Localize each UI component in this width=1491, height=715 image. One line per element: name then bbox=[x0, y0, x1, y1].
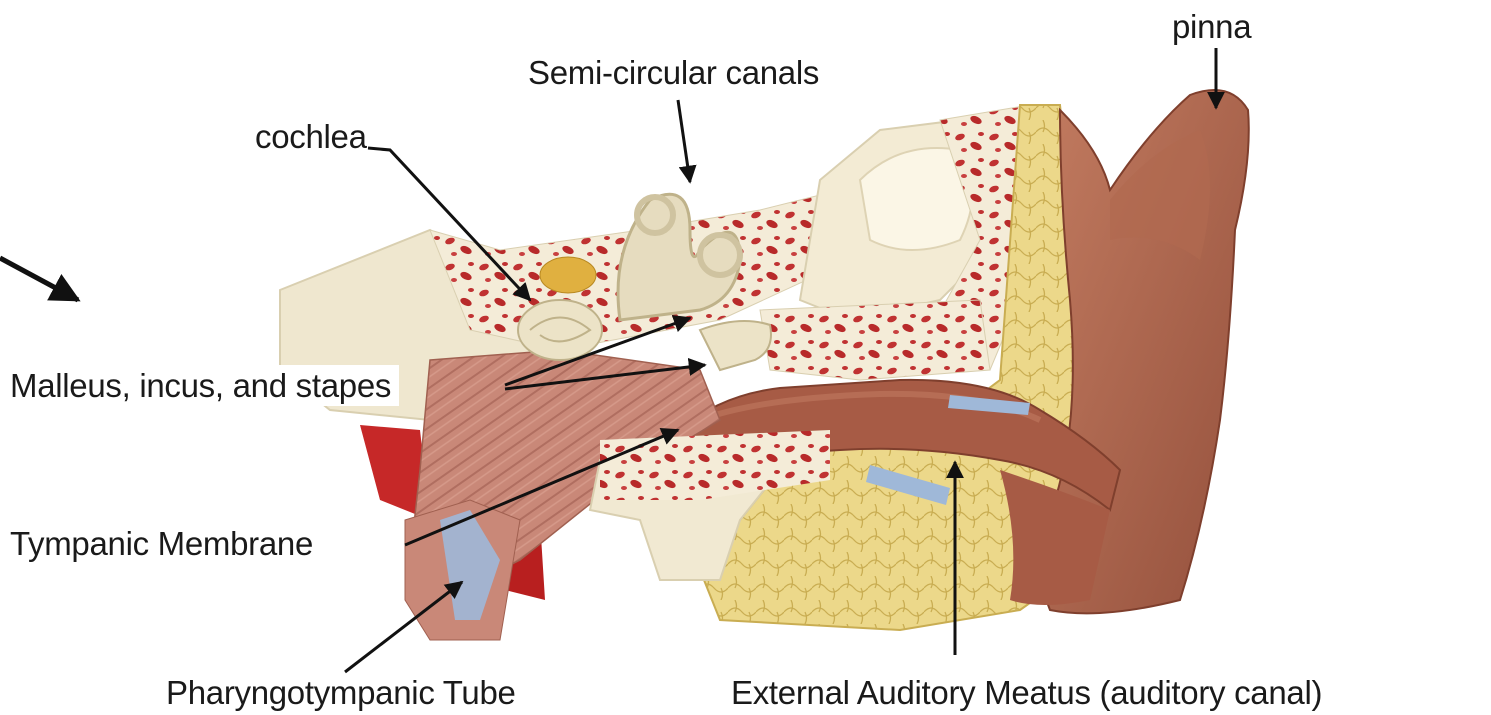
ossicles-shape bbox=[700, 321, 771, 370]
ossicles-label: Malleus, incus, and stapes bbox=[2, 365, 399, 406]
tympanic-membrane-label: Tympanic Membrane bbox=[10, 527, 313, 560]
external-auditory-meatus-label: External Auditory Meatus (auditory canal… bbox=[731, 676, 1322, 709]
stray-arrow bbox=[0, 258, 78, 300]
semicircular-canals-label: Semi-circular canals bbox=[528, 56, 819, 89]
cochlea-label: cochlea bbox=[255, 120, 367, 153]
pharyngotympanic-tube-label: Pharyngotympanic Tube bbox=[166, 676, 516, 709]
pinna-label: pinna bbox=[1172, 10, 1251, 43]
cochlear-nerve bbox=[540, 257, 596, 293]
semicircular-arrow bbox=[678, 100, 690, 182]
marrow-lower bbox=[760, 300, 990, 380]
